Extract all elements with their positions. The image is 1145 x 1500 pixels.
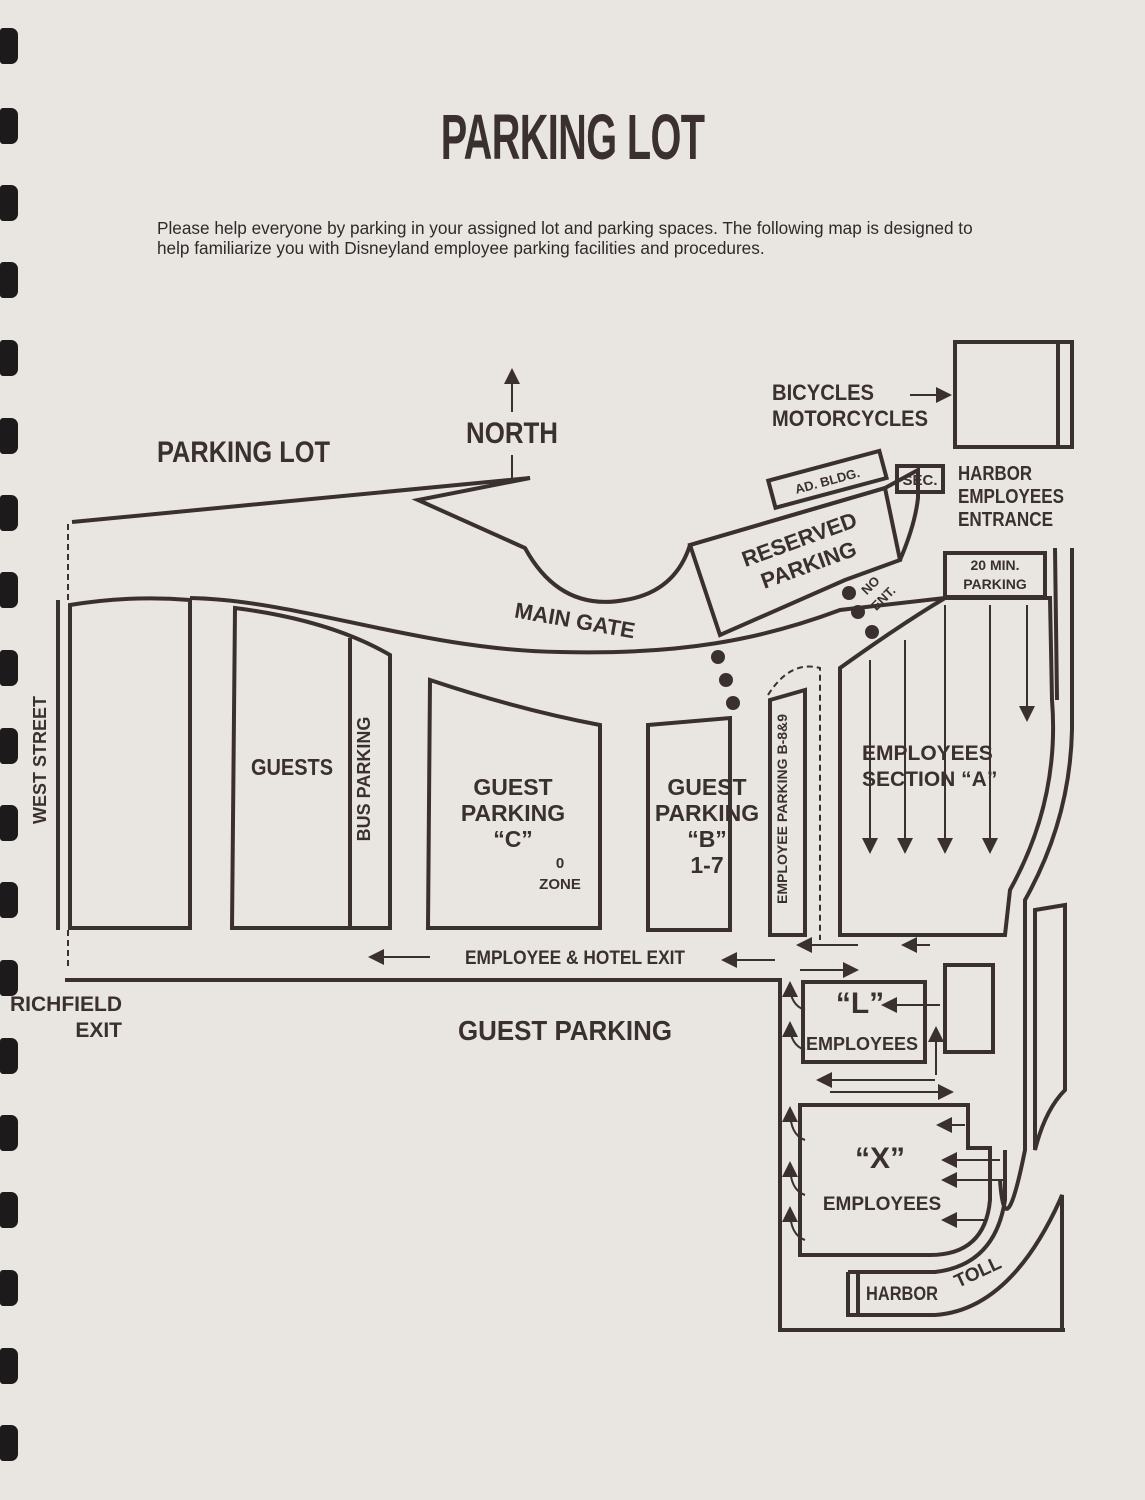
guest-c-label: “C”: [493, 826, 533, 852]
main-gate-label: MAIN GATE: [513, 598, 637, 644]
ad-bldg: AD. BLDG.: [765, 448, 890, 511]
reserved-parking-area: [687, 485, 903, 638]
guest-c-label: PARKING: [461, 800, 565, 826]
lot-l-label: EMPLOYEES: [806, 1034, 918, 1054]
lot-x-label: EMPLOYEES: [823, 1194, 941, 1215]
lot-l-label: “L”: [836, 987, 884, 1020]
zone-label: ZONE: [539, 876, 581, 893]
twenty-min-label: PARKING: [963, 576, 1027, 592]
lot-x-label: “X”: [855, 1142, 905, 1175]
map-title: PARKING LOT: [157, 436, 330, 469]
lot-l: [801, 980, 927, 1064]
lower-road-edge: [65, 978, 1065, 1332]
road-curve: [189, 596, 946, 655]
guests-label: GUESTS: [251, 754, 333, 780]
richfield-exit-label: RICHFIELD: [10, 993, 122, 1016]
harbor-toll-lane: [846, 1150, 1064, 1330]
sec-label: SEC.: [902, 472, 937, 489]
lot-l-annex: [943, 963, 995, 1054]
guest-c-label: GUEST: [473, 774, 552, 800]
motorcycles-label: MOTORCYCLES: [772, 406, 928, 431]
richfield-exit-label: EXIT: [75, 1019, 122, 1042]
lot-guest-b: [646, 715, 732, 932]
lot-employee-b89: [768, 687, 807, 937]
north-label: NORTH: [466, 417, 558, 450]
zone-label: 0: [556, 855, 564, 872]
intro-paragraph: Please help everyone by parking in your …: [157, 218, 973, 258]
security-booth: [895, 464, 945, 494]
guest-b-label: 1-7: [690, 852, 723, 878]
twenty-min-label: 20 MIN.: [970, 557, 1019, 573]
harbor-entrance-label: HARBOR: [958, 463, 1032, 485]
guest-parking-label: GUEST PARKING: [458, 1015, 672, 1046]
lot-x: [798, 1103, 992, 1257]
lot-section-a: [838, 596, 1056, 937]
page-title: PARKING LOT: [0, 100, 1145, 174]
exit-label: EMPLOYEE & HOTEL EXIT: [465, 948, 685, 969]
bus-parking-label: BUS PARKING: [354, 717, 374, 842]
twenty-min-parking: [943, 551, 1047, 599]
section-a-label: EMPLOYEES: [862, 742, 993, 765]
guest-b-label: GUEST: [667, 774, 746, 800]
harbor-entrance-label: EMPLOYEES: [958, 486, 1064, 508]
main-road-upper-edge: [71, 466, 920, 604]
bollards: [711, 586, 879, 710]
bicycle-area: [953, 340, 1074, 449]
guest-b-label: “B”: [687, 826, 727, 852]
lot-arrows: [782, 937, 1005, 1241]
guest-b-label: PARKING: [655, 800, 759, 826]
median: [1033, 902, 1067, 1151]
harbor-toll-label: TOLL: [951, 1253, 1005, 1293]
lot-guests: [229, 605, 392, 930]
section-a-arrows: [862, 605, 1035, 854]
lot-guest-c: [425, 677, 602, 930]
lot-west: [68, 596, 192, 930]
harbor-toll-label: HARBOR: [866, 1284, 938, 1305]
page-title-text: PARKING LOT: [440, 101, 705, 173]
dashed-path: [767, 665, 821, 940]
road-edge: [1053, 547, 1059, 701]
bicycles-label: BICYCLES: [772, 380, 874, 405]
section-a-label: SECTION “A”: [862, 768, 997, 791]
west-street-label: WEST STREET: [30, 696, 50, 824]
employee-b89-label: EMPLOYEE PARKING B-8&9: [774, 714, 790, 904]
harbor-entrance-label: ENTRANCE: [958, 509, 1053, 531]
